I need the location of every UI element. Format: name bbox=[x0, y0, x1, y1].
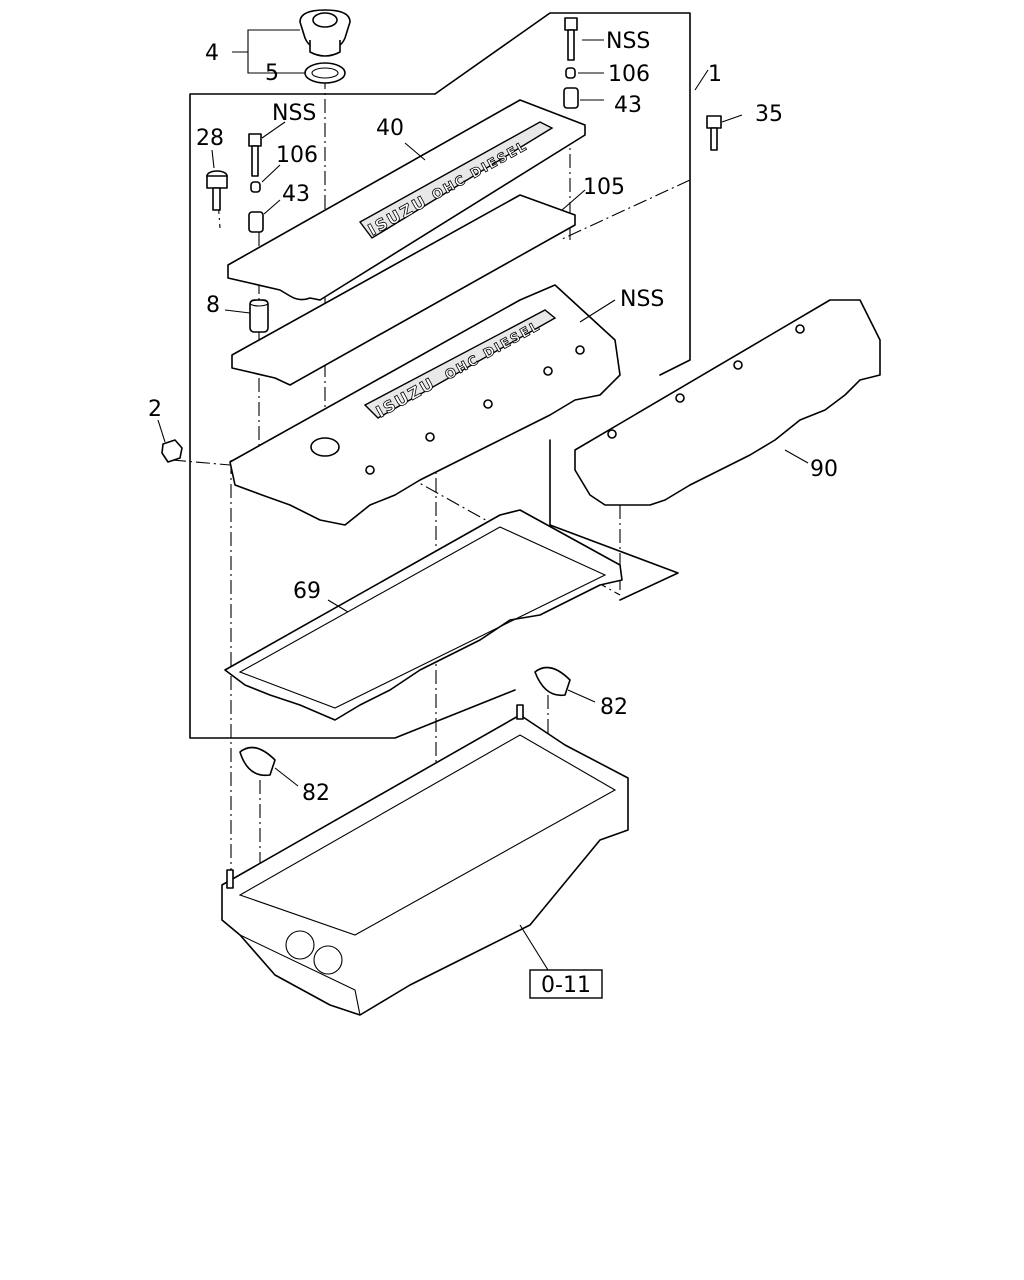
callout-90: 90 bbox=[810, 457, 838, 482]
callout-43-top: 43 bbox=[614, 93, 642, 118]
callout-35: 35 bbox=[755, 102, 783, 127]
gasket-69 bbox=[224, 509, 623, 721]
leader-lines bbox=[157, 29, 809, 971]
reference-box: 0-11 bbox=[529, 969, 603, 999]
callout-69: 69 bbox=[293, 579, 321, 604]
callout-105: 105 bbox=[583, 175, 625, 200]
oil-filler-cap bbox=[299, 9, 351, 57]
callout-28: 28 bbox=[196, 126, 224, 151]
washer-106-top bbox=[565, 67, 576, 79]
bolt-28 bbox=[206, 170, 228, 211]
nut-2 bbox=[161, 439, 183, 463]
sleeve-8 bbox=[249, 299, 269, 333]
rocker-cover: ISUZU OHC DIESEL bbox=[229, 284, 621, 526]
plug-82-right bbox=[534, 666, 571, 697]
callout-nss-left: NSS bbox=[272, 101, 316, 126]
bolt-nss-left bbox=[248, 133, 262, 177]
callout-82-left: 82 bbox=[302, 781, 330, 806]
cylinder-head bbox=[221, 704, 629, 1016]
bolt-35 bbox=[706, 115, 722, 151]
callout-nss-top: NSS bbox=[606, 29, 650, 54]
callout-2: 2 bbox=[148, 397, 162, 422]
grommet-43-left bbox=[248, 211, 264, 233]
assembly-frame bbox=[189, 12, 691, 739]
callout-40: 40 bbox=[376, 116, 404, 141]
callout-8: 8 bbox=[206, 293, 220, 318]
washer-106-left bbox=[250, 181, 261, 193]
callout-1: 1 bbox=[708, 62, 722, 87]
callout-106-top: 106 bbox=[608, 62, 650, 87]
callout-labels: 4 5 NSS 106 43 1 35 NSS 40 28 106 43 105… bbox=[148, 29, 838, 806]
callout-5: 5 bbox=[265, 61, 279, 86]
bolt-nss-top bbox=[564, 17, 578, 61]
callout-82-right: 82 bbox=[600, 695, 628, 720]
grommet-43-top bbox=[563, 87, 579, 109]
cap-seal-ring bbox=[304, 62, 346, 84]
top-cover-plate-40: ISUZU OHC DIESEL bbox=[227, 99, 586, 301]
callout-43-left: 43 bbox=[282, 182, 310, 207]
callout-nss-mid: NSS bbox=[620, 287, 664, 312]
plug-82-left bbox=[239, 746, 276, 777]
reference-label: 0-11 bbox=[541, 973, 591, 998]
gasket-105 bbox=[231, 194, 576, 386]
callout-106-left: 106 bbox=[276, 143, 318, 168]
callout-4: 4 bbox=[205, 41, 219, 66]
side-cover-90 bbox=[574, 299, 881, 506]
